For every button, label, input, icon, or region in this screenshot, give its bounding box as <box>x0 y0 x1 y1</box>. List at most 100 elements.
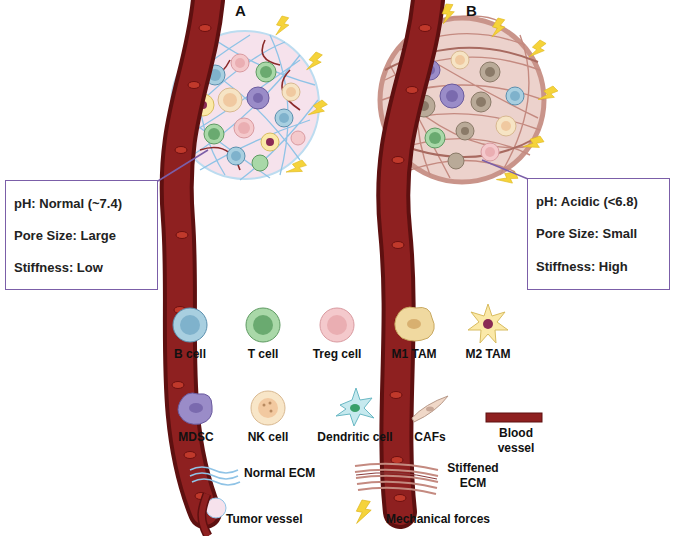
mechanical-force-icon <box>354 499 372 525</box>
cell-cluster <box>481 143 499 161</box>
red-blood-cell <box>419 25 431 32</box>
red-blood-cell <box>184 452 196 459</box>
m2-tam-icon <box>483 319 493 329</box>
t-cell-icon <box>246 308 280 342</box>
m1-tam-icon <box>395 307 434 341</box>
mechanical-force-icon <box>354 499 372 525</box>
mechanical-force-bolt <box>305 51 324 74</box>
cell-cluster <box>496 116 516 136</box>
mechanical-force-bolt <box>441 4 455 25</box>
normal-ecm-icon <box>190 467 240 485</box>
nk-cell-icon <box>258 398 278 418</box>
legend-label: Blood vessel <box>490 426 542 456</box>
caf-icon <box>412 396 448 422</box>
legend-label: NK cell <box>248 430 289 445</box>
cell-cluster <box>451 51 469 69</box>
cell-cluster <box>256 62 276 82</box>
t-cell-icon <box>246 308 280 342</box>
legend-label: M2 TAM <box>465 347 510 362</box>
cell-cluster <box>456 122 474 140</box>
leader-line <box>158 150 528 181</box>
mechanical-force-bolt <box>307 98 329 121</box>
cell-cluster <box>286 87 296 97</box>
cell-cluster <box>238 122 250 134</box>
cell-cluster <box>476 97 486 107</box>
legend-label: T cell <box>248 347 279 362</box>
stiffened-ecm-icon <box>355 464 438 494</box>
cell-cluster <box>260 66 272 78</box>
cell-cluster <box>461 127 469 135</box>
legend-label: Mechanical forces <box>386 512 490 527</box>
mechanical-force-bolt <box>490 17 507 39</box>
m1-tam-icon <box>395 307 434 341</box>
b-cell-icon <box>180 315 200 335</box>
stiffened-ecm-icon <box>355 464 438 494</box>
legend-label: Dendritic cell <box>317 430 392 445</box>
property-box: pH: Acidic (<6.8)Pore Size: SmallStiffne… <box>527 178 670 290</box>
nk-cell-icon <box>251 391 285 425</box>
red-blood-cell <box>188 82 200 89</box>
cell-cluster <box>279 113 289 123</box>
legend-icons <box>173 304 542 536</box>
cell-cluster <box>429 132 441 144</box>
cell-cluster <box>510 91 520 101</box>
cell-cluster <box>480 62 500 82</box>
tumor-vessel-icon <box>202 494 208 536</box>
cell-cluster <box>247 87 269 109</box>
cell-cluster <box>506 87 524 105</box>
stiffened-ecm-icon <box>356 473 437 479</box>
legend-label: B cell <box>174 347 206 362</box>
caf-icon <box>426 407 434 412</box>
cell-cluster <box>282 83 300 101</box>
legend-label: Treg cell <box>313 347 362 362</box>
mdsc-icon <box>178 393 212 424</box>
dendritic-cell-icon <box>336 388 374 426</box>
mechanical-force-bolt <box>496 169 519 188</box>
property-text: Pore Size: Large <box>14 228 149 243</box>
nk-cell-icon <box>251 391 285 425</box>
b-cell-icon <box>173 308 207 342</box>
red-blood-cell <box>390 392 402 399</box>
nk-cell-icon <box>269 402 272 405</box>
cell-cluster <box>234 118 254 138</box>
cell-cluster <box>501 121 511 131</box>
cell-cluster <box>223 93 237 107</box>
tumor-vessel-icon <box>202 494 226 536</box>
nk-cell-icon <box>263 404 266 407</box>
cell-cluster <box>235 58 245 68</box>
blood-vessel-icon <box>486 413 542 422</box>
cell-cluster <box>291 131 305 145</box>
normal-ecm-icon <box>190 467 240 485</box>
nk-cell-icon <box>270 410 273 413</box>
red-blood-cell <box>406 87 418 94</box>
red-blood-cell <box>390 25 431 502</box>
red-blood-cell <box>176 232 188 239</box>
mdsc-icon <box>178 393 212 424</box>
legend-label: Stiffened ECM <box>442 461 504 491</box>
red-blood-cell <box>172 382 184 389</box>
cell-cluster <box>485 67 495 77</box>
red-blood-cell <box>392 242 404 249</box>
t-cell-icon <box>253 315 273 335</box>
treg-cell-icon <box>320 308 354 342</box>
treg-cell-icon <box>320 308 354 342</box>
legend-label: Tumor vessel <box>226 512 302 527</box>
property-text: Pore Size: Small <box>536 226 661 241</box>
cell-cluster <box>485 147 495 157</box>
red-blood-cell <box>394 495 406 502</box>
mechanical-force-bolt <box>537 84 560 107</box>
red-blood-cell <box>199 25 211 32</box>
mechanical-force-bolt <box>527 39 547 62</box>
mechanical-force-bolt <box>274 4 559 189</box>
property-box: pH: Normal (~7.4)Pore Size: LargeStiffne… <box>5 180 158 290</box>
property-text: Stiffness: Low <box>14 260 149 275</box>
cell-cluster <box>425 128 445 148</box>
mechanical-force-bolt <box>274 15 291 37</box>
leader-line <box>482 160 528 179</box>
m1-tam-icon <box>407 319 421 329</box>
caf-icon <box>412 396 448 422</box>
dendritic-cell-icon <box>350 404 360 412</box>
cell-cluster <box>252 155 268 171</box>
treg-cell-icon <box>327 315 347 335</box>
cell-cluster <box>275 109 293 127</box>
